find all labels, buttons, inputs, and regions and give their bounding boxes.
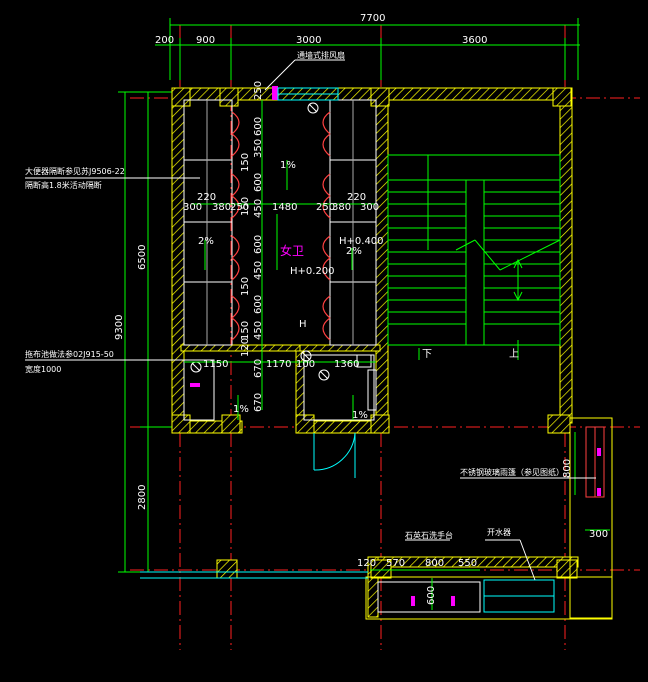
cubicles [183, 99, 377, 346]
dim-6500: 6500 [137, 245, 148, 270]
dim-col-left-0: 250 [253, 81, 264, 100]
stair-down: 下 [422, 349, 432, 360]
inner-dim-lines [184, 100, 376, 420]
dim-col-left-5: 150 [240, 197, 251, 216]
floor-drains [190, 102, 330, 381]
dim-col-left-11: 150 [240, 321, 251, 340]
note-mop-sink-2: 宽度1000 [25, 364, 61, 374]
entry-door [313, 432, 356, 478]
dim-top-right-0: 250 [316, 202, 335, 213]
dim-right-block-1: 300 [589, 529, 608, 540]
dim-top-left-3: 250 [230, 202, 249, 213]
dim-9300: 9300 [114, 315, 125, 340]
dim-3600: 3600 [462, 35, 487, 46]
leaders [25, 59, 596, 581]
base-lines [140, 571, 368, 579]
note-mop-sink: 拖布池做法参02J915-50 [25, 349, 114, 359]
inner-dim-texts: 250 600 350 150 600 150 450 600 150 450 … [183, 81, 608, 605]
dim-col-left-7: 600 [253, 235, 264, 254]
dim-bottom-3: 1360 [334, 359, 359, 370]
note-partition-2: 隔断高1.8米活动隔断 [25, 180, 102, 190]
dim-bottom-block-1: 570 [386, 558, 405, 569]
dim-bottom-block-4: 600 [426, 586, 437, 605]
level-1: H+0.400 [339, 236, 384, 247]
dim-3000: 3000 [296, 35, 321, 46]
staircase [387, 154, 561, 360]
dim-bottom-0: 1150 [203, 359, 228, 370]
exhaust-fan [277, 87, 339, 101]
dim-200: 200 [155, 35, 174, 46]
columns [171, 87, 578, 579]
dim-top-left-0: 220 [197, 192, 216, 203]
dim-bottom-1: 1170 [266, 359, 291, 370]
dim-col-left-4: 600 [253, 173, 264, 192]
dim-col-left-1: 600 [253, 117, 264, 136]
slope-1: 2% [198, 236, 214, 247]
dim-top-left-1: 300 [183, 202, 202, 213]
level-3: H [299, 319, 307, 330]
note-fan: 通墙式排风扇 [297, 50, 345, 60]
walls [171, 87, 579, 618]
dim-top-right-3: 220 [347, 192, 366, 203]
top-dimensions [155, 18, 580, 80]
dim-col-left-8: 150 [240, 277, 251, 296]
slope-3: 1% [233, 404, 249, 415]
dim-col-left-10: 600 [253, 295, 264, 314]
dim-bottom-block-3: 550 [458, 558, 477, 569]
dim-bottom-block-0: 120 [357, 558, 376, 569]
note-partition: 大便器隔断参见苏J9506-22 [25, 166, 125, 176]
note-stone-counter: 石英石洗手台 [405, 530, 453, 540]
glass-awning [569, 417, 613, 619]
dim-col-left-15: 670 [253, 393, 264, 412]
dim-right-block-0: 800 [562, 459, 573, 478]
dim-top-left-2: 380 [212, 202, 231, 213]
dim-2800: 2800 [137, 485, 148, 510]
dim-col-left-3: 150 [240, 153, 251, 172]
dim-col-left-2: 350 [253, 139, 264, 158]
dim-col-left-14: 670 [253, 359, 264, 378]
bottom-counter [365, 576, 613, 620]
slope-2: 2% [346, 246, 362, 257]
room-label: 女卫 [280, 243, 304, 258]
dim-col-left-12: 450 [253, 321, 264, 340]
note-glass-awning: 不锈钢玻璃雨篷（参见图纸） [460, 467, 564, 477]
dim-col-left-9: 450 [253, 261, 264, 280]
stair-up: 上 [509, 348, 519, 360]
slope-0: 1% [280, 160, 296, 171]
dim-overall: 7700 [360, 13, 385, 24]
right-block-dims [574, 432, 610, 531]
slope-4: 1% [352, 410, 368, 421]
cubicle-doors [231, 111, 331, 341]
dim-bottom-block-2: 800 [425, 558, 444, 569]
dim-col-left-6: 450 [253, 199, 264, 218]
note-water-heater: 开水器 [487, 527, 511, 537]
level-2: H+0.200 [290, 266, 335, 277]
dim-top-right-1: 380 [332, 202, 351, 213]
bottom-dims [370, 569, 480, 610]
dim-bottom-2: 100 [296, 359, 315, 370]
dim-col-left-13: 120 [240, 338, 251, 357]
magenta-fixtures [190, 86, 601, 606]
dim-top-mid: 1480 [272, 202, 297, 213]
dim-900: 900 [196, 35, 215, 46]
dim-top-right-2: 300 [360, 202, 379, 213]
